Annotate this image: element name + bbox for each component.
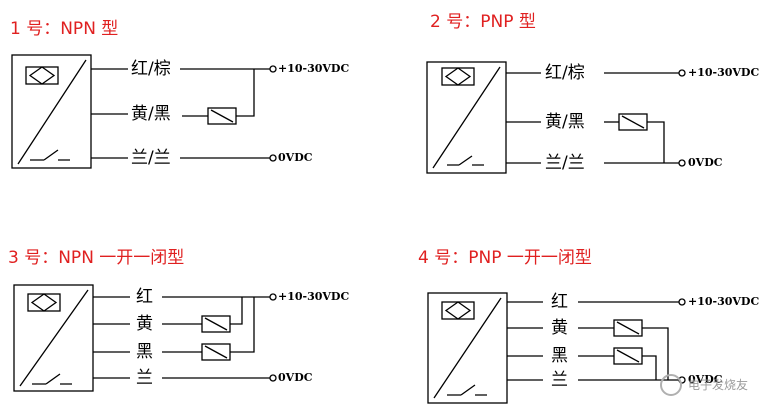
diagram-4-sensor-diagonal (433, 297, 502, 399)
diagram-1-load-line-right (236, 69, 255, 117)
diagram-1-terminal-label-neg: 0VDC (278, 151, 313, 164)
diagram-1-wire-label-red: 红/棕 (131, 59, 171, 79)
diagram-1-wire-label-blue: 兰/兰 (131, 148, 171, 168)
diagram-4-switch-symbol (447, 384, 487, 396)
diagram-1-terminal-pos (269, 65, 277, 73)
diagram-4-wire-label-blue: 兰 (551, 370, 568, 390)
diagram-1-wire-label-yellow: 黄/黑 (131, 104, 171, 124)
diagram-3-load2-line-right (230, 297, 255, 353)
diagram-3-wire-label-blue: 兰 (136, 368, 153, 388)
diagram-3-title: 3 号：NPN 一开一闭型 (8, 248, 185, 268)
diagram-3-drawing (13, 284, 277, 392)
diagram-3-switch-symbol (32, 373, 72, 385)
diagram-4-wire-label-red: 红 (551, 292, 568, 312)
diagram-4-terminal-pos (678, 298, 686, 306)
watermark-logo-icon (660, 374, 682, 396)
diagram-3-wire-label-black: 黑 (136, 342, 153, 362)
watermark-text: 电子发烧友 (688, 378, 749, 392)
diagram-3-terminal-label-pos: +10-30VDC (278, 290, 350, 303)
diagram-2-sensing-diamond (444, 67, 472, 86)
diagram-4-terminal-label-pos: +10-30VDC (688, 295, 760, 308)
diagram-3-terminal-neg (269, 374, 277, 382)
diagram-1-title: 1 号：NPN 型 (10, 19, 119, 39)
diagram-2-load-diag (621, 115, 645, 129)
diagram-3-sensing-diamond (30, 293, 58, 312)
diagram-4-sensor-body (427, 292, 508, 404)
diagram-2-sensor-body (426, 61, 507, 174)
diagram-3-load1-diag (204, 317, 228, 331)
diagram-3-load2-diag (204, 345, 228, 359)
diagram-2-terminal-label-pos: +10-30VDC (688, 66, 760, 79)
diagram-4-load2-diag (616, 349, 640, 363)
diagram-2-drawing (426, 61, 686, 174)
diagram-1-load-diag (210, 109, 234, 123)
diagram-2-load-line-right (647, 121, 665, 163)
diagram-1-sensor-diagonal (17, 59, 87, 165)
diagram-1-sensing-diamond (28, 66, 56, 85)
diagram-2-terminal-neg (678, 159, 686, 167)
diagram-2-terminal-pos (678, 69, 686, 77)
diagram-1-terminal-neg (269, 154, 277, 162)
diagram-1-sensor-body (11, 54, 92, 169)
diagram-1-switch-symbol (30, 149, 70, 161)
diagram-2-terminal-label-neg: 0VDC (688, 156, 723, 169)
diagram-4-terminal-label-neg: 0VDC (688, 373, 723, 386)
diagram-2-wire-label-red: 红/棕 (545, 63, 585, 83)
diagram-4-title: 4 号：PNP 一开一闭型 (418, 248, 592, 268)
diagram-4-wire-label-yellow: 黄 (551, 318, 568, 338)
diagram-3-wire-label-red: 红 (136, 287, 153, 307)
diagram-4-wire-label-black: 黑 (551, 346, 568, 366)
diagram-3-sensor-body (13, 284, 94, 392)
diagram-3-terminal-pos (269, 293, 277, 301)
diagram-2-title: 2 号：PNP 型 (430, 12, 536, 32)
diagram-2-wire-label-yellow: 黄/黑 (545, 112, 585, 132)
diagram-4-sensing-diamond (444, 301, 472, 320)
diagram-2-switch-symbol (447, 155, 484, 166)
diagram-1-drawing (11, 54, 277, 169)
diagram-3-load1-line-right (230, 297, 243, 325)
diagram-2-sensor-diagonal (432, 66, 501, 169)
diagram-4-load2-line-right (642, 355, 657, 380)
diagram-1-terminal-label-pos: +10-30VDC (278, 62, 350, 75)
diagram-3-sensor-diagonal (19, 289, 89, 387)
diagram-3-terminal-label-neg: 0VDC (278, 371, 313, 384)
diagram-4-load1-diag (616, 321, 640, 335)
diagram-4-load1-line-right (642, 327, 669, 380)
diagram-3-wire-label-yellow: 黄 (136, 314, 153, 334)
diagram-2-wire-label-blue: 兰/兰 (545, 153, 585, 173)
